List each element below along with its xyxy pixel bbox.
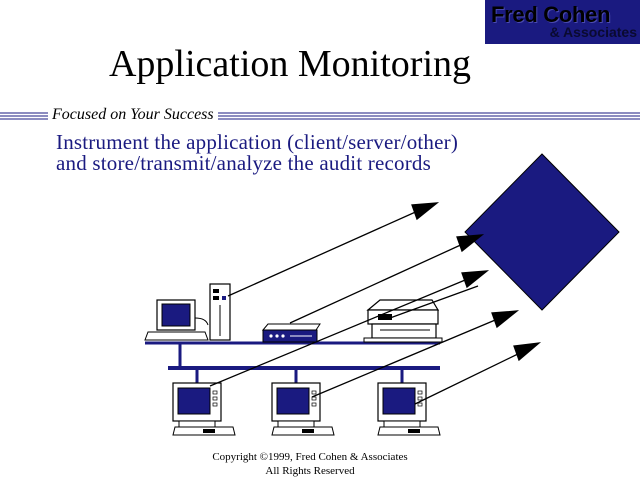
body-text-line-1: Instrument the application (client/serve… [56, 130, 459, 154]
arrowhead-hub [456, 234, 485, 253]
client-computer-2 [271, 382, 335, 436]
arrowhead-server [411, 202, 440, 221]
logo-name: Fred Cohen [491, 2, 611, 27]
audit-arrows [209, 202, 542, 405]
logo-subtitle: & Associates [549, 24, 637, 40]
copyright: Copyright ©1999, Fred Cohen & Associates… [160, 450, 460, 478]
copyright-line-2: All Rights Reserved [265, 465, 355, 477]
audit-storage-diamond [464, 153, 620, 311]
copyright-line-1: Copyright ©1999, Fred Cohen & Associates [212, 451, 408, 463]
client-computer-1 [172, 382, 236, 436]
arrow-printer [389, 285, 479, 319]
arrow-client-2 [311, 317, 501, 398]
slide-title: Application Monitoring [108, 43, 472, 85]
client-computer-3 [377, 382, 441, 436]
arrow-hub [289, 242, 466, 324]
arrow-server [227, 209, 421, 297]
network-hub [261, 323, 321, 343]
arrow-client-1 [209, 277, 471, 387]
arrow-client-3 [414, 351, 523, 405]
logo-background [485, 0, 640, 44]
arrowhead-client-2 [491, 310, 520, 329]
arrowhead-client-3 [513, 342, 542, 362]
server-workstation [144, 283, 231, 341]
arrowhead-client-1 [461, 270, 490, 289]
network-bus [145, 341, 440, 383]
tagline: Focused on Your Success [48, 106, 218, 124]
body-text-line-2: and store/transmit/analyze the audit rec… [56, 151, 431, 175]
